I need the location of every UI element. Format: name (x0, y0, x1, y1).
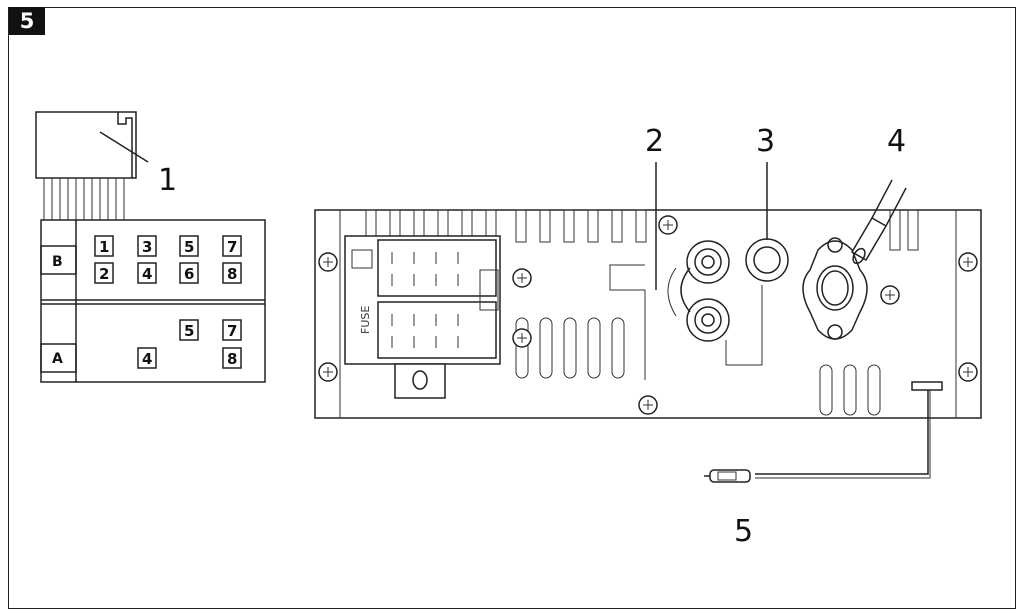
pin-label: 5 (184, 322, 194, 340)
callout-2: 2 (645, 124, 664, 159)
bottom-cooling-fins (515, 317, 881, 416)
callout-4: 4 (887, 124, 906, 159)
rca-jacks (667, 240, 730, 342)
cable-5 (704, 381, 943, 483)
pin-label: 8 (227, 350, 237, 368)
pin-label: 1 (99, 238, 109, 256)
pin-label: 5 (184, 238, 194, 256)
mounting-screws (318, 215, 978, 415)
figure-frame (8, 7, 1016, 609)
fuse-label: FUSE (359, 306, 372, 334)
radio-unit-rear: FUSE (314, 162, 982, 483)
pin-label: 3 (142, 238, 152, 256)
pin-label: 4 (142, 350, 152, 368)
leader-line-1 (99, 131, 149, 163)
pin-label: 2 (99, 265, 109, 283)
plug-housing (35, 111, 137, 179)
figure-number-badge: 5 (9, 7, 45, 35)
plug-latch (117, 112, 133, 178)
iso-socket: FUSE (344, 235, 501, 399)
antenna-plug (850, 179, 907, 265)
connector-body (40, 219, 266, 383)
pin-label: 7 (227, 322, 237, 340)
callout-1: 1 (158, 163, 177, 198)
iso-connector: B A 1 3 5 7 2 4 6 8 5 7 4 (35, 111, 266, 383)
key-a (40, 343, 77, 373)
key-b (40, 245, 77, 275)
pin-label: 6 (184, 265, 194, 283)
block-b-label: B (52, 254, 63, 270)
jack-3 (745, 238, 789, 282)
block-b-pins: 1 3 5 7 2 4 6 8 (94, 235, 242, 284)
block-a-pins: 5 7 4 8 (137, 319, 242, 369)
pin-label: 4 (142, 265, 152, 283)
callout-5: 5 (734, 514, 753, 549)
antenna-socket (802, 237, 868, 340)
harness-wires (43, 178, 125, 220)
pin-label: 7 (227, 238, 237, 256)
pin-label: 8 (227, 265, 237, 283)
callout-3: 3 (756, 124, 775, 159)
block-a-label: A (52, 351, 63, 367)
